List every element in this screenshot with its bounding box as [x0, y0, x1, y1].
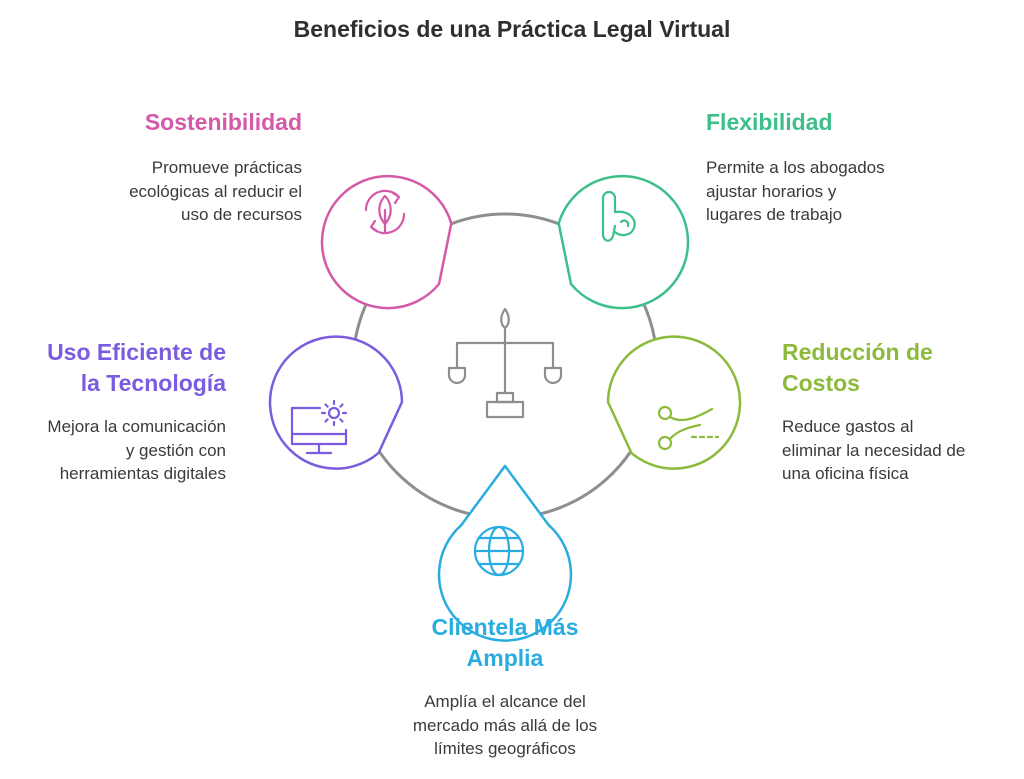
page-title: Beneficios de una Práctica Legal Virtual: [293, 16, 731, 42]
clients-pin: [437, 464, 573, 642]
hand-gesture-icon: [601, 190, 636, 242]
flexibility-pin: [557, 174, 690, 310]
globe-icon: [473, 525, 525, 577]
scissors-cut-icon: [657, 405, 720, 451]
recycle-leaf-icon: [364, 189, 406, 235]
costs-description: Reduce gastos al eliminar la necesidad d…: [782, 417, 966, 483]
sustainability-pin: [320, 174, 453, 310]
costs-heading: Reducción de Costos: [782, 339, 933, 396]
monitor-gear-icon: [290, 399, 348, 455]
technology-description: Mejora la comunicación y gestión con her…: [47, 417, 226, 483]
clients-description: Amplía el alcance del mercado más allá d…: [412, 692, 598, 758]
technology-heading: Uso Eficiente de la Tecnología: [47, 339, 226, 396]
flexibility-description: Permite a los abogados ajustar horarios …: [706, 158, 885, 224]
sustainability-heading: Sostenibilidad: [144, 109, 302, 135]
clients-heading: Clientela Más Amplia: [431, 614, 579, 671]
sustainability-description: Promueve prácticas ecológicas al reducir…: [129, 158, 302, 224]
costs-pin: [606, 335, 742, 470]
technology-pin: [268, 335, 404, 470]
flexibility-heading: Flexibilidad: [706, 109, 833, 135]
scales-of-justice-icon: [447, 307, 563, 419]
